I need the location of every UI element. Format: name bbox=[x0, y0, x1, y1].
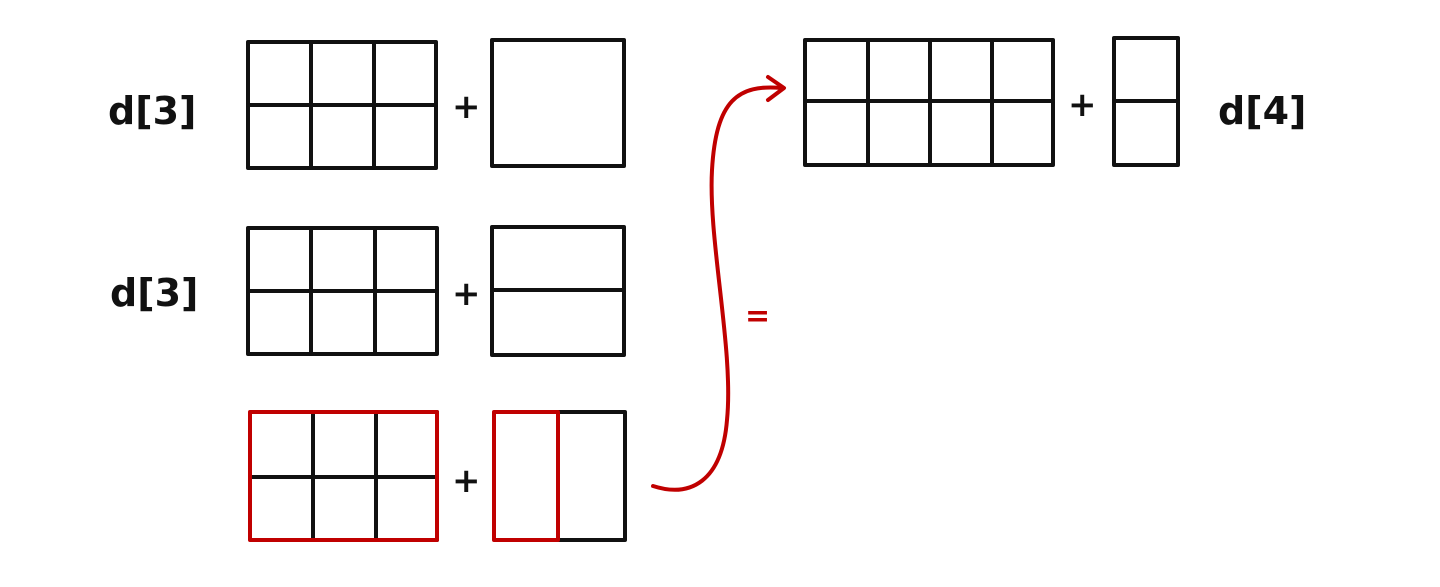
red-arrow bbox=[651, 75, 786, 492]
result-grid-2x4 bbox=[803, 38, 1055, 167]
row1-label: d[3] bbox=[108, 89, 196, 133]
row1-square-block bbox=[490, 38, 626, 168]
equals-sign: = bbox=[745, 299, 770, 334]
red-outline-grid bbox=[248, 410, 439, 542]
row3-extra-column bbox=[556, 410, 627, 542]
row2-grid-2x3 bbox=[246, 226, 439, 356]
red-arrow-head bbox=[766, 75, 786, 102]
row2-horizontal-dominoes bbox=[490, 225, 626, 357]
result-label: d[4] bbox=[1218, 89, 1306, 133]
row2-plus: + bbox=[452, 274, 481, 314]
row3-grid-2x3 bbox=[248, 410, 439, 542]
red-arrow-curve bbox=[651, 85, 784, 492]
row1-plus: + bbox=[452, 87, 481, 127]
row1-grid-2x3 bbox=[246, 40, 438, 170]
row2-label: d[3] bbox=[110, 271, 198, 315]
row3-plus: + bbox=[452, 461, 481, 501]
result-vertical-domino bbox=[1112, 36, 1180, 167]
row3-red-highlight bbox=[248, 410, 560, 542]
red-outline-domino bbox=[492, 410, 560, 542]
result-plus: + bbox=[1068, 85, 1097, 125]
